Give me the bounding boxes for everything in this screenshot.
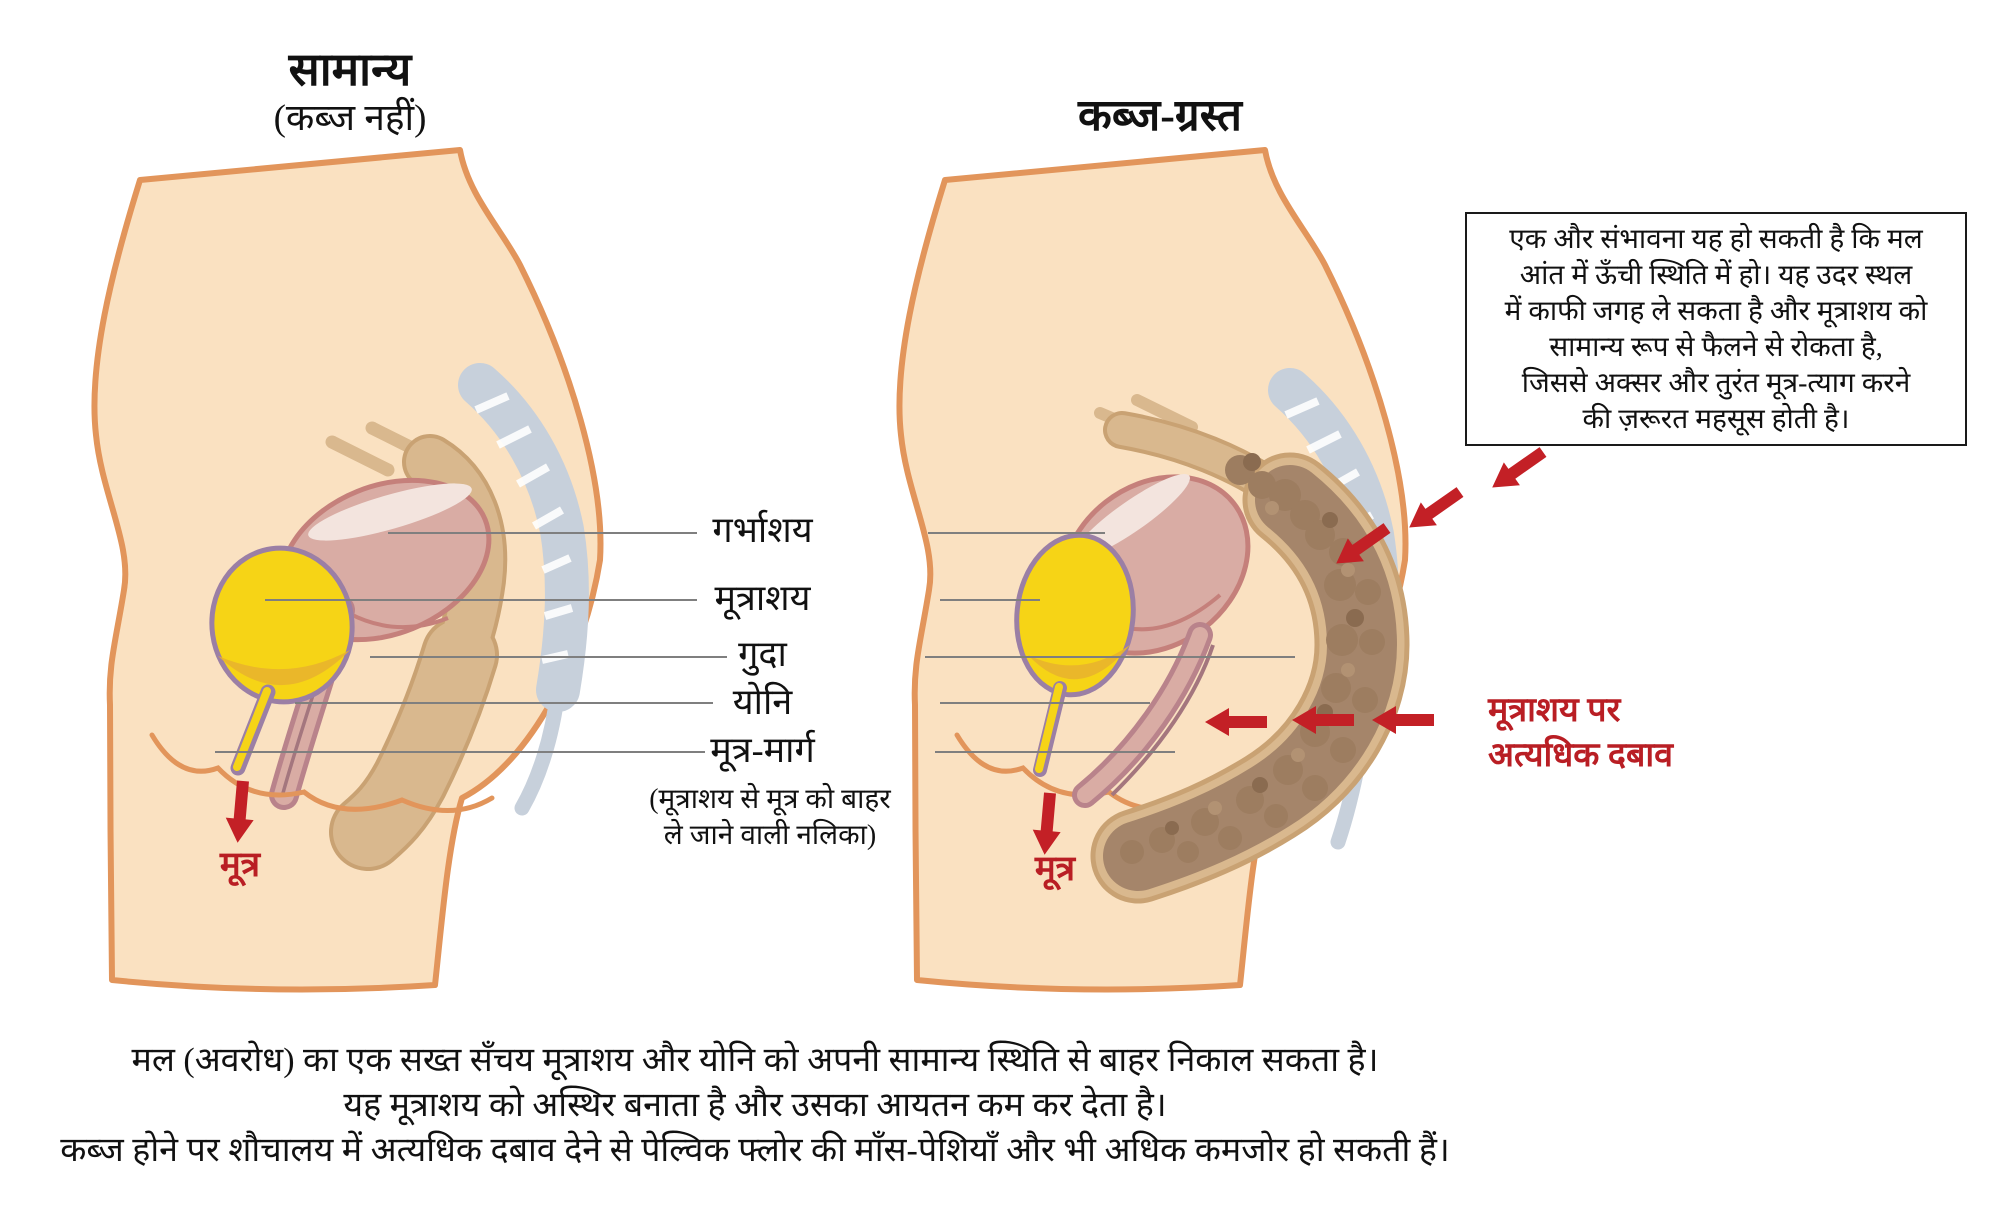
perineum-lines bbox=[149, 732, 495, 813]
leader-rectum-right bbox=[925, 656, 1295, 658]
right-figure-title: कब्ज-ग्रस्त bbox=[1078, 91, 1242, 140]
leader-uterus-left bbox=[388, 532, 697, 534]
urine-label-left: मूत्र bbox=[219, 845, 261, 884]
pressure-arrow-icon bbox=[1401, 480, 1469, 540]
figure-normal bbox=[91, 147, 604, 993]
leader-uterus-right bbox=[928, 532, 1105, 534]
caption-line: यह मूत्राशय को अस्थिर बनाता है और उसका आ… bbox=[343, 1087, 1167, 1124]
leader-urethra-left bbox=[215, 751, 705, 753]
label-rectum: गुदा bbox=[738, 634, 787, 674]
leader-bladder-right bbox=[940, 599, 1040, 601]
urethra bbox=[230, 684, 276, 776]
bladder-compressed bbox=[1014, 532, 1136, 698]
label-bladder: मूत्राशय bbox=[714, 578, 811, 618]
leader-vagina-right bbox=[940, 702, 1150, 704]
urine-label-right: मूत्र bbox=[1034, 849, 1076, 888]
urethra-note: (मूत्राशय से मूत्र को बाहर ले जाने वाली … bbox=[649, 784, 891, 851]
left-figure-subtitle: (कब्ज नहीं) bbox=[273, 98, 427, 139]
caption-line: मल (अवरोध) का एक सख्त सँचय मूत्राशय और य… bbox=[131, 1042, 1379, 1079]
label-vagina: योनि bbox=[732, 682, 793, 722]
urethra bbox=[1033, 681, 1067, 777]
bladder bbox=[209, 545, 355, 705]
vagina bbox=[1072, 622, 1215, 808]
left-figure-title: सामान्य bbox=[288, 44, 412, 95]
label-uterus: गर्भाशय bbox=[712, 510, 813, 550]
pressure-label: मूत्राशय पर अत्यधिक दबाव bbox=[1488, 692, 1674, 774]
caption: मल (अवरोध) का एक सख्त सँचय मूत्राशय और य… bbox=[10, 1038, 1500, 1173]
label-urethra: मूत्र-मार्ग bbox=[710, 730, 815, 770]
figure-constipated bbox=[896, 147, 1552, 993]
info-box: एक और संभावना यह हो सकती है कि मल आंत मे… bbox=[1465, 212, 1967, 446]
leader-rectum-left bbox=[370, 656, 727, 658]
leader-vagina-left bbox=[295, 702, 713, 704]
pressure-arrow-icon bbox=[1484, 440, 1552, 500]
caption-line: कब्ज होने पर शौचालय में अत्यधिक दबाव देन… bbox=[60, 1132, 1450, 1169]
leader-bladder-left bbox=[265, 599, 697, 601]
leader-urethra-right bbox=[935, 751, 1175, 753]
